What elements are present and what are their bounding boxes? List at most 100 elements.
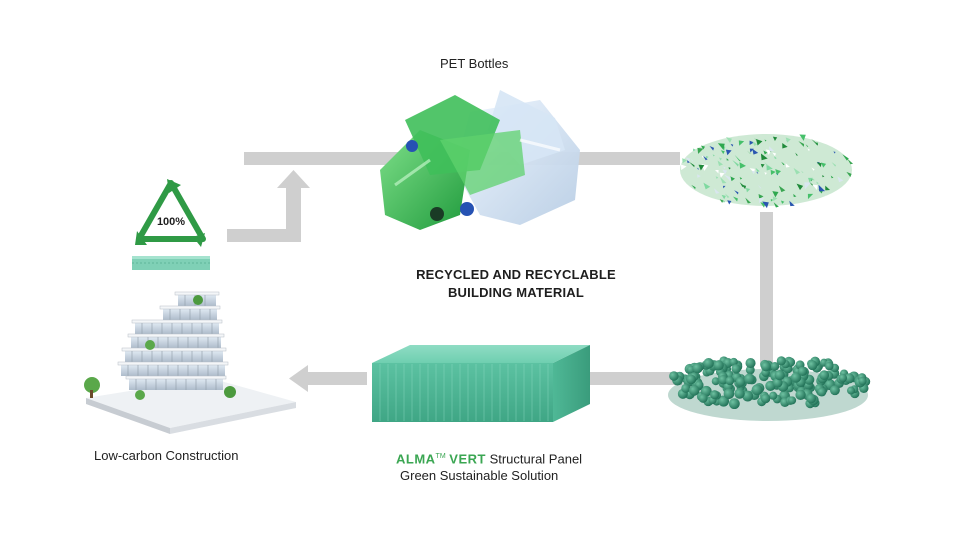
flake [730,143,734,147]
flake [721,199,726,203]
flake [763,150,768,155]
flake [785,137,791,143]
flake [756,171,759,174]
pellet [711,377,720,386]
flake [752,148,759,155]
flake [825,195,832,202]
flake [698,164,705,171]
flake [757,184,762,189]
flake [756,139,763,146]
arrow-head-up [277,170,310,188]
flake [681,164,687,171]
flake [764,139,767,142]
flake [686,160,690,164]
recycle-percent: 100% [157,216,185,228]
pellet [858,376,867,386]
flake [734,155,741,162]
flake [778,185,786,193]
center-title-line2: BUILDING MATERIAL [447,285,585,300]
flake [719,172,725,178]
flake [719,199,724,203]
flake [725,193,730,198]
flake [718,157,722,161]
flake [773,202,779,208]
pellet [769,391,778,400]
low-carbon-label: Low-carbon Construction [94,448,239,463]
pellet [735,376,746,387]
flake [842,154,849,161]
brand-name: ALMA [396,451,436,467]
pellet [797,366,808,377]
flake [726,158,729,161]
flake [722,185,726,189]
flake [739,177,743,180]
pellet [795,389,806,401]
pellet [713,360,724,371]
flake [768,146,775,152]
flake [812,184,818,191]
flake [706,156,709,159]
pellet [760,393,771,404]
pellet [688,385,700,396]
flake [689,157,694,162]
flake [831,162,837,167]
flake [715,176,719,180]
flake [805,144,809,147]
flake [804,182,812,190]
flake [772,196,778,202]
plastic-flakes-illustration [680,134,854,209]
flake [781,161,785,166]
center-title: RECYCLED AND RECYCLABLE BUILDING MATERIA… [386,266,646,302]
pellet [807,360,818,371]
panel-caption: ALMATM VERT Structural Panel Green Susta… [396,448,582,484]
pellet [710,390,719,400]
flake [793,193,797,198]
flake [714,188,720,194]
flake [703,155,708,161]
flake [758,194,764,199]
flake [752,141,758,146]
arrow-head-left [289,365,308,392]
arrow-segment-badge-out [227,229,301,242]
flake [703,182,711,190]
arrow-segment-bottom-left [305,372,367,385]
flake [775,169,782,175]
pet-bottles-illustration [380,90,580,230]
pellet [806,393,817,404]
flake [760,153,768,161]
flake [809,181,814,186]
flake [799,134,806,141]
pellet [745,358,756,369]
pellet [725,376,735,386]
flake [715,169,719,174]
flake [725,149,732,156]
flake [785,163,790,168]
pellet [686,374,696,385]
flake [816,181,819,184]
flake [772,191,779,198]
building-illustration [84,291,296,434]
flake [745,188,751,193]
flake [764,161,769,167]
flake [728,167,731,170]
pellet [790,372,802,383]
pellet [751,384,763,396]
material-strip [132,256,210,270]
flake [789,200,795,207]
pellet [846,386,856,395]
pellet [744,373,755,385]
flake [746,150,751,155]
pellet [776,356,786,366]
flake [734,190,739,195]
flake [700,145,705,150]
flake [745,197,751,204]
pellet [692,362,703,374]
arrow-segment-bottom-right [590,372,682,385]
panel-caption-line1: ALMATM VERT Structural Panel [396,448,582,467]
flake [717,160,724,166]
flake [732,160,739,167]
flake [798,141,805,147]
pellet [669,371,679,381]
flake [811,177,815,181]
